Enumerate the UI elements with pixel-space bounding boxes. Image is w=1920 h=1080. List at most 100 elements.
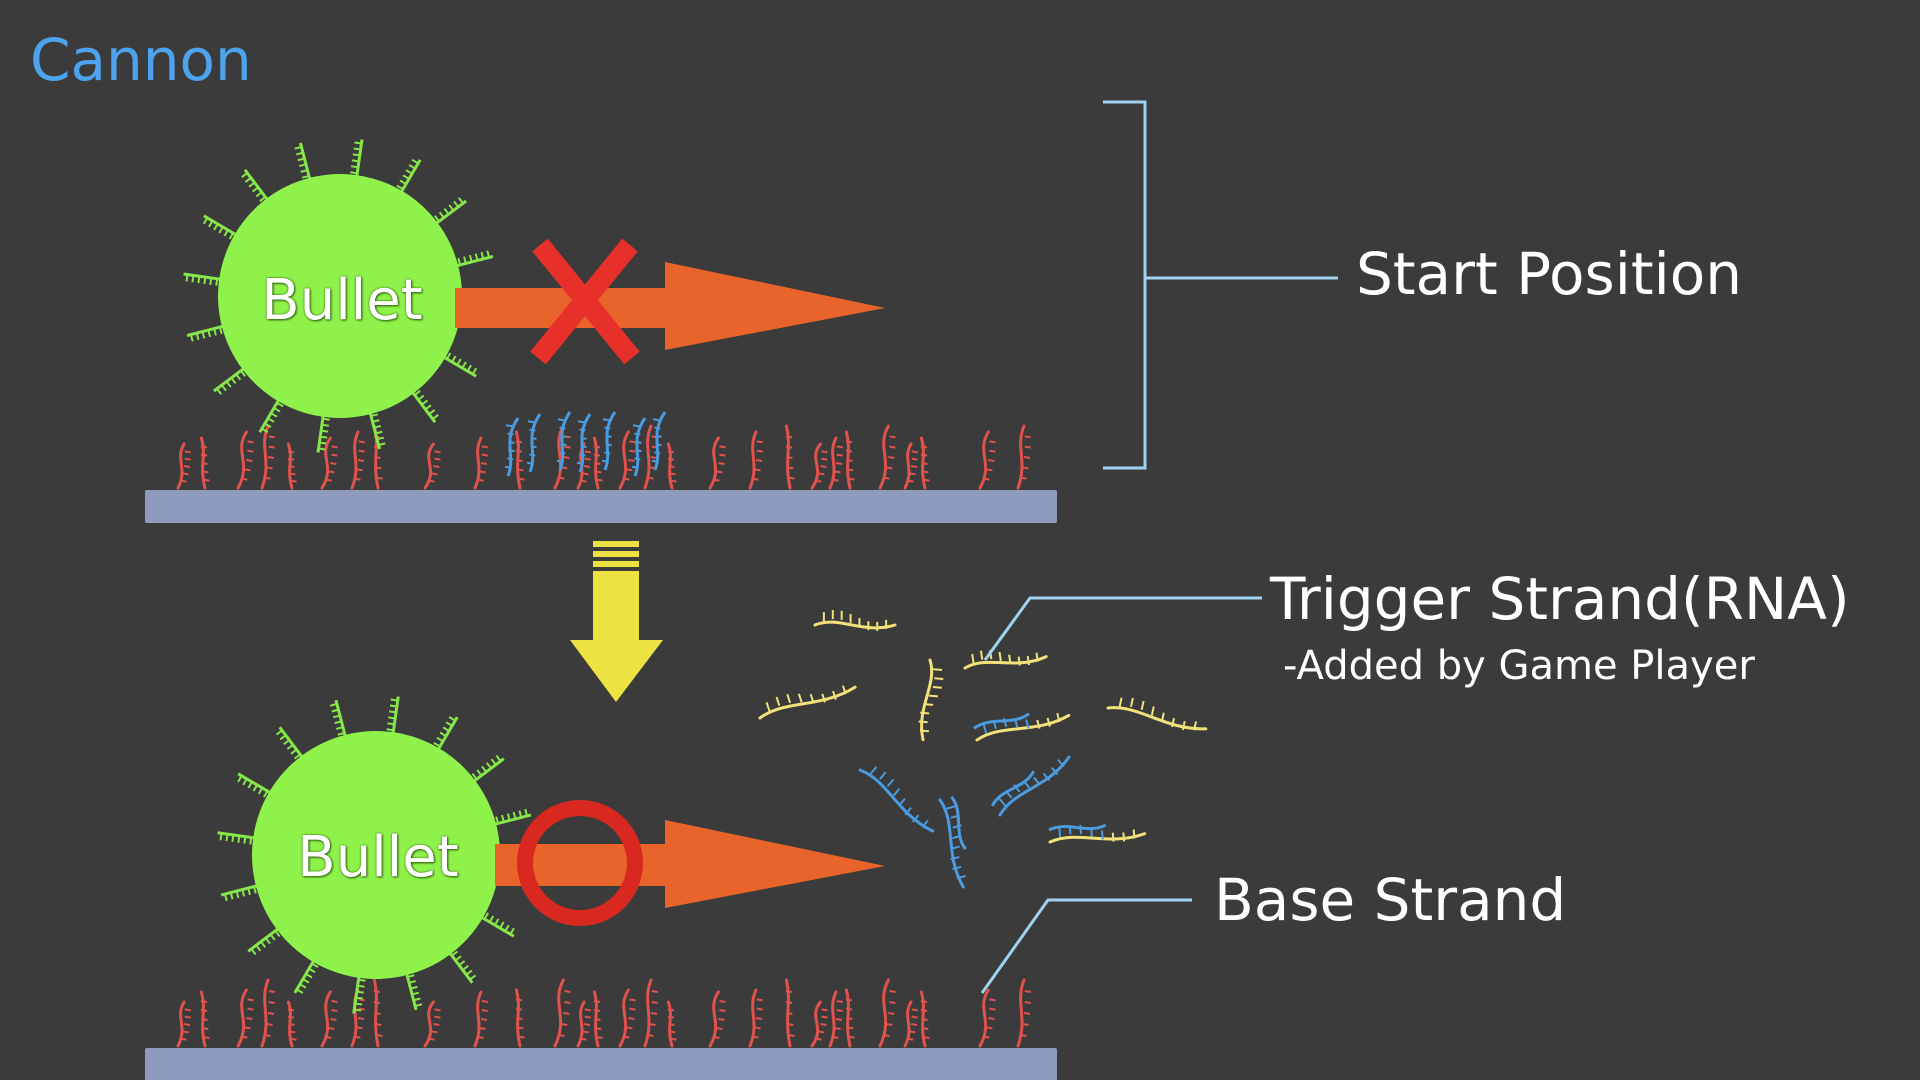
- base-strand: [919, 990, 930, 1048]
- base-strand: [828, 436, 843, 490]
- bound-strand: [651, 411, 667, 471]
- base-strand: [708, 990, 726, 1048]
- base-strand: [618, 430, 636, 490]
- bound-strand: [576, 413, 592, 473]
- start-position-label: Start Position: [1356, 240, 1742, 308]
- base-strand-label: Base Strand: [1214, 866, 1567, 934]
- bullet-surface-strand: [368, 406, 388, 451]
- base-strand: [708, 436, 726, 490]
- slide-title: Cannon: [30, 26, 252, 94]
- bound-trigger-strands: [504, 411, 667, 477]
- bullet-surface-strand: [404, 967, 425, 1012]
- base-strand: [919, 436, 930, 490]
- trigger-strands-cloud: [758, 610, 1208, 889]
- trigger-strand: [1048, 823, 1147, 844]
- base-strand: [844, 430, 855, 490]
- base-strand: [176, 442, 191, 490]
- bullet-surface-strand: [185, 324, 230, 344]
- base-strand: [978, 988, 996, 1048]
- circle-mark: [517, 800, 643, 926]
- base-strand: [320, 436, 338, 490]
- base-strand: [592, 990, 603, 1048]
- fire-arrow-top: [455, 262, 885, 350]
- base-strand: [372, 978, 383, 1048]
- base-strand: [844, 988, 855, 1048]
- trigger-strand: [858, 766, 935, 833]
- base-strand: [666, 442, 677, 490]
- bound-strand: [526, 413, 542, 473]
- bullet-surface-strand: [347, 137, 364, 181]
- bound-strand: [631, 417, 647, 477]
- base-strands-top: [176, 424, 1031, 490]
- base-strand: [903, 1000, 918, 1048]
- base-strand: [748, 430, 763, 490]
- trigger-strand: [918, 658, 944, 742]
- base-strand: [320, 990, 338, 1048]
- bullet-surface-strand: [316, 411, 333, 455]
- bullet-bottom: [252, 731, 500, 979]
- base-strand: [576, 442, 591, 490]
- bound-strand: [601, 411, 617, 471]
- base-strand: [810, 1000, 828, 1048]
- base-strand: [903, 442, 918, 490]
- substrate-bottom: [145, 1048, 1057, 1080]
- base-strand: [423, 1000, 441, 1048]
- bullet-surface-strand: [327, 698, 348, 743]
- trigger-strand: [938, 795, 967, 889]
- trigger-strand: [813, 610, 897, 631]
- base-strand: [473, 436, 488, 490]
- trigger-strand: [1106, 697, 1208, 731]
- trigger-strand-note: -Added by Game Player: [1283, 643, 1755, 689]
- bullet-surface-strand: [384, 694, 400, 738]
- trigger-callout-line: [983, 596, 1262, 661]
- base-strand: [199, 436, 210, 490]
- bullet-bottom-label: Bullet: [297, 825, 459, 890]
- bullet-surface-strand: [292, 141, 312, 186]
- base-strands-bottom: [176, 978, 1031, 1048]
- base-strand: [514, 988, 525, 1048]
- base-strand: [1016, 978, 1031, 1048]
- bullet-surface-strand: [450, 248, 495, 268]
- bound-strand: [556, 411, 572, 471]
- base-strand: [878, 978, 896, 1048]
- base-strand: [666, 1000, 677, 1048]
- base-callout-line: [980, 898, 1192, 994]
- base-strand: [592, 436, 603, 490]
- base-strand: [748, 988, 763, 1048]
- base-strand: [828, 990, 843, 1048]
- trigger-strand: [963, 649, 1048, 670]
- base-strand: [878, 424, 896, 490]
- base-strand: [286, 1000, 297, 1048]
- base-strand: [286, 442, 297, 490]
- trigger-strand-label: Trigger Strand(RNA): [1270, 565, 1850, 633]
- bullet-surface-strand: [488, 806, 533, 827]
- cross-mark: [530, 238, 640, 365]
- bullet-surface-strand: [219, 883, 264, 904]
- bullet-top-label: Bullet: [261, 268, 423, 333]
- base-strand: [473, 990, 488, 1048]
- base-strand: [810, 442, 828, 490]
- down-arrow: [570, 541, 663, 702]
- base-strand: [784, 978, 795, 1048]
- bullet-surface-strand: [181, 272, 225, 289]
- base-strand: [514, 430, 525, 490]
- base-strand: [643, 978, 658, 1048]
- base-strand: [350, 430, 365, 490]
- base-strand: [176, 1000, 191, 1048]
- base-strand: [978, 430, 996, 490]
- fire-arrow-bottom: [495, 820, 885, 908]
- bullet-top: [218, 174, 462, 418]
- base-strand: [260, 978, 275, 1048]
- base-strand: [423, 442, 441, 490]
- trigger-strand: [758, 685, 857, 720]
- base-strand: [1016, 424, 1031, 490]
- bound-strand: [504, 417, 520, 477]
- base-strand: [553, 978, 571, 1048]
- base-strand: [618, 988, 636, 1048]
- base-strand: [260, 424, 275, 490]
- trigger-strand: [990, 755, 1071, 817]
- base-strand: [576, 1000, 591, 1048]
- substrate-top: [145, 490, 1057, 523]
